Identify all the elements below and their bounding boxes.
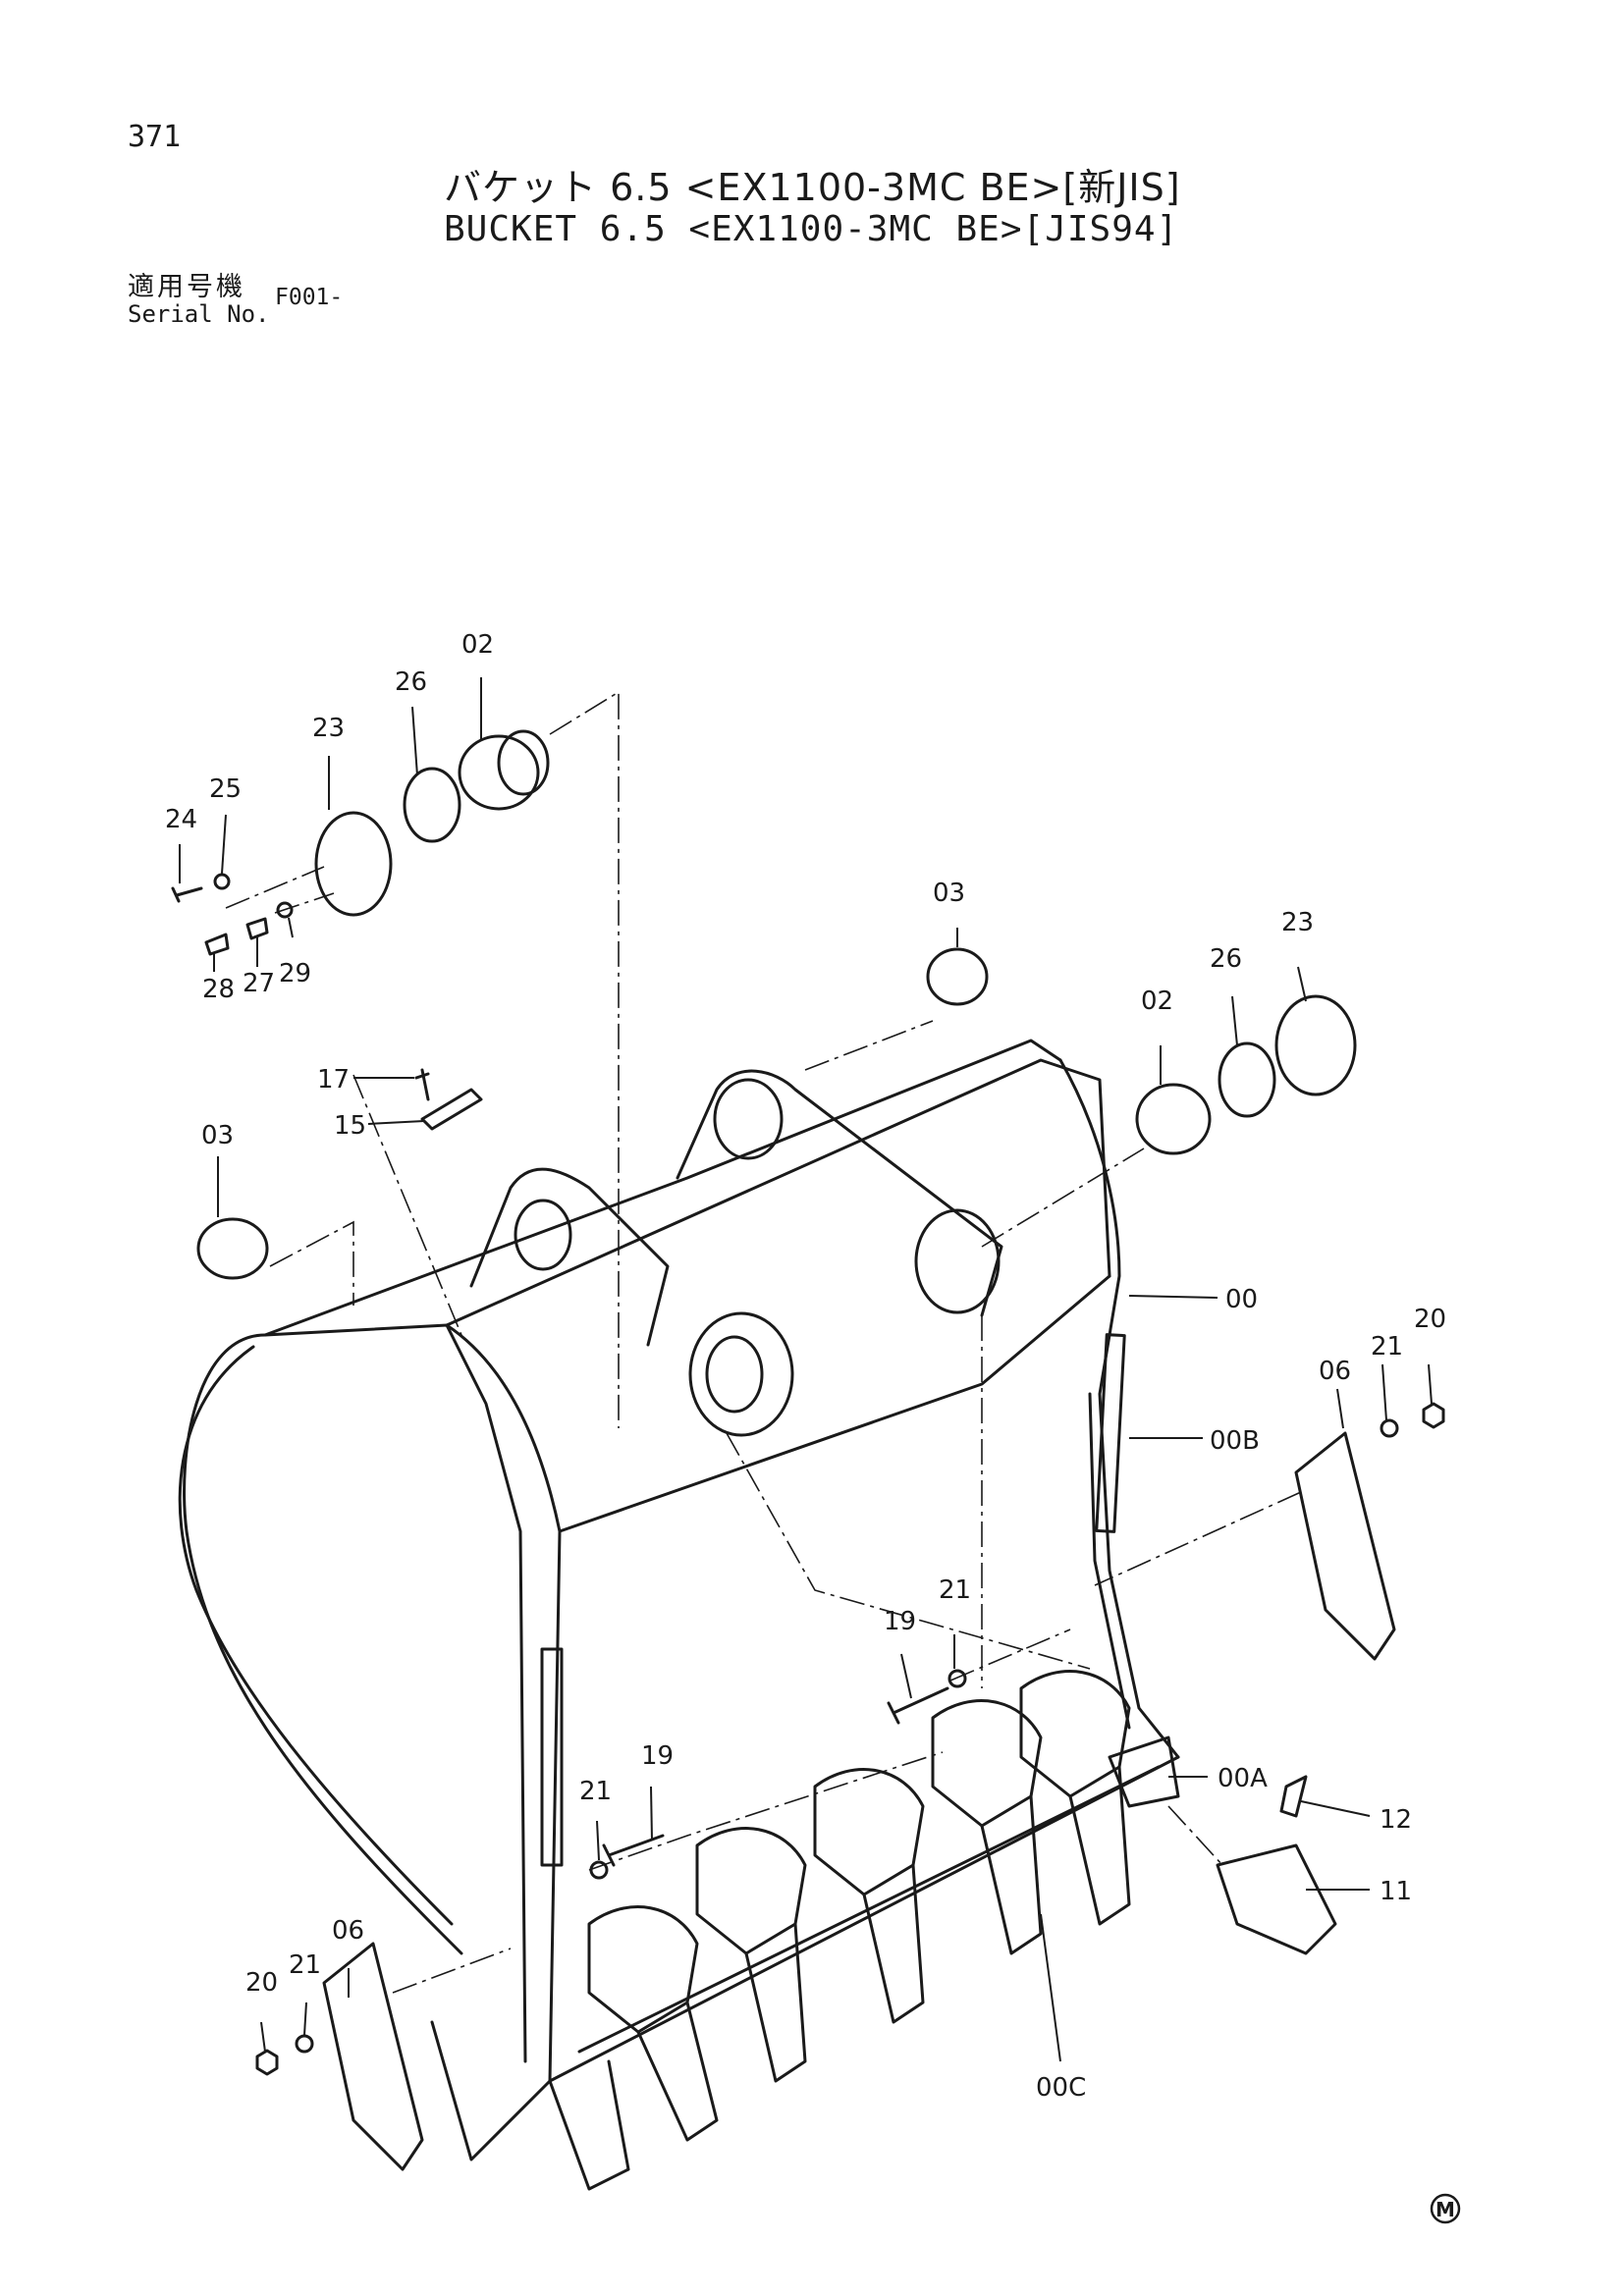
boss-bracket-left xyxy=(469,1167,670,1347)
callout-20-right: 20 xyxy=(1414,1305,1446,1334)
washer-21-right xyxy=(1380,1418,1399,1438)
teeth-row xyxy=(548,1670,1131,2191)
bolt-19-lower xyxy=(602,1834,665,1867)
serial-label-japanese: 適用号機 xyxy=(128,272,245,302)
bucket-top-back xyxy=(445,1058,1111,1327)
boss-center xyxy=(688,1311,794,1437)
wear-strip-left xyxy=(540,1647,564,1867)
callout-24: 24 xyxy=(165,805,197,834)
callout-19-lower: 19 xyxy=(641,1741,674,1771)
callout-29: 29 xyxy=(279,959,311,988)
callout-15: 15 xyxy=(334,1111,366,1141)
leader-lines xyxy=(179,677,1433,2062)
bucket-side-plate xyxy=(263,1323,562,2162)
boss-center-bore xyxy=(705,1335,764,1414)
callout-26-right: 26 xyxy=(1210,944,1242,974)
bucket-left-shell xyxy=(183,1333,463,1955)
bushing-02-right xyxy=(1135,1083,1212,1155)
serial-label-english: Serial No. xyxy=(128,300,270,328)
screw-24 xyxy=(171,886,203,903)
bushing-03-left xyxy=(196,1217,269,1280)
side-cutter-06-right xyxy=(1294,1431,1396,1661)
nut-20-left xyxy=(255,2049,279,2076)
boss-bracket-right xyxy=(676,1069,1003,1317)
circled-mark-letter: M xyxy=(1435,2198,1455,2221)
bucket-right-side-inner xyxy=(1088,1392,1131,1730)
plate-15 xyxy=(420,1088,483,1131)
boss-lower-right xyxy=(914,1208,1001,1314)
callout-26-upper: 26 xyxy=(395,667,427,697)
callout-03-upper: 03 xyxy=(933,879,965,908)
centre-lines xyxy=(225,690,1302,1994)
bolt-17 xyxy=(414,1068,430,1101)
callout-20-left: 20 xyxy=(245,1968,278,1998)
ring-29 xyxy=(276,901,294,919)
title-english: BUCKET 6.5 <EX1100-3MC BE>[JIS94] xyxy=(444,209,1179,249)
title-japanese: バケット 6.5 <EX1100-3MC BE>[新JIS] xyxy=(444,166,1181,209)
callout-06-left: 06 xyxy=(332,1916,364,1946)
callout-00: 00 xyxy=(1225,1285,1258,1314)
tooth-11 xyxy=(1216,1843,1337,1955)
pin-12 xyxy=(1279,1775,1308,1818)
circled-mark: M xyxy=(1430,2193,1461,2224)
bucket-top-rail xyxy=(263,1039,1062,1337)
callout-02-right: 02 xyxy=(1141,987,1173,1016)
bolt-19-upper xyxy=(887,1686,949,1725)
callout-23-upper: 23 xyxy=(312,714,345,743)
bucket-drawing xyxy=(171,729,1445,2191)
bushing-02-upper-face xyxy=(497,729,550,796)
plug-28 xyxy=(204,933,230,956)
cover-23-right xyxy=(1274,994,1357,1096)
nut-20-right xyxy=(1422,1402,1445,1429)
callout-labels: 02 26 23 25 24 28 27 29 17 15 03 03 02 2… xyxy=(165,630,1446,2103)
bushing-03-upper xyxy=(926,947,989,1006)
bushing-02-upper xyxy=(458,734,540,811)
callout-28: 28 xyxy=(202,975,235,1004)
o-ring-26-upper xyxy=(403,767,461,843)
callout-11: 11 xyxy=(1380,1877,1412,1906)
callout-21-upper: 21 xyxy=(939,1575,971,1605)
fitting-27 xyxy=(245,917,269,940)
boss-left xyxy=(514,1199,572,1271)
callout-02-upper: 02 xyxy=(461,630,494,660)
adapter-00a xyxy=(1108,1735,1180,1808)
bucket-right-side xyxy=(1058,1058,1180,1759)
washer-21-left xyxy=(295,2034,314,2054)
side-cutter-06-left xyxy=(322,1942,424,2171)
callout-19-upper: 19 xyxy=(884,1607,916,1636)
washer-21-upper xyxy=(947,1669,967,1688)
callout-03-left: 03 xyxy=(201,1121,234,1150)
callout-25: 25 xyxy=(209,774,242,804)
cover-23-upper xyxy=(314,811,393,917)
callout-00b: 00B xyxy=(1210,1426,1260,1456)
callout-06-right: 06 xyxy=(1319,1357,1351,1386)
washer-25 xyxy=(213,873,231,890)
callout-00a: 00A xyxy=(1218,1764,1268,1793)
bucket-left-shell-inner xyxy=(178,1345,454,1926)
serial-value: F001- xyxy=(275,285,344,310)
callout-21-lower: 21 xyxy=(579,1777,612,1806)
wear-strip-00b xyxy=(1095,1333,1126,1533)
bucket-side-plate-inner xyxy=(445,1323,527,2063)
callout-21-left: 21 xyxy=(289,1950,321,1980)
callout-27: 27 xyxy=(243,969,275,998)
page-number: 371 xyxy=(128,120,182,154)
bucket-rear-plate xyxy=(558,1274,1111,1533)
callout-12: 12 xyxy=(1380,1805,1412,1835)
boss-upper-right xyxy=(713,1078,784,1160)
callout-17: 17 xyxy=(317,1065,350,1095)
callout-23-right: 23 xyxy=(1281,908,1314,937)
o-ring-26-right xyxy=(1218,1041,1276,1118)
callout-00c: 00C xyxy=(1036,2073,1086,2103)
callout-21-right: 21 xyxy=(1371,1332,1403,1362)
bucket-lip xyxy=(548,1755,1180,2083)
